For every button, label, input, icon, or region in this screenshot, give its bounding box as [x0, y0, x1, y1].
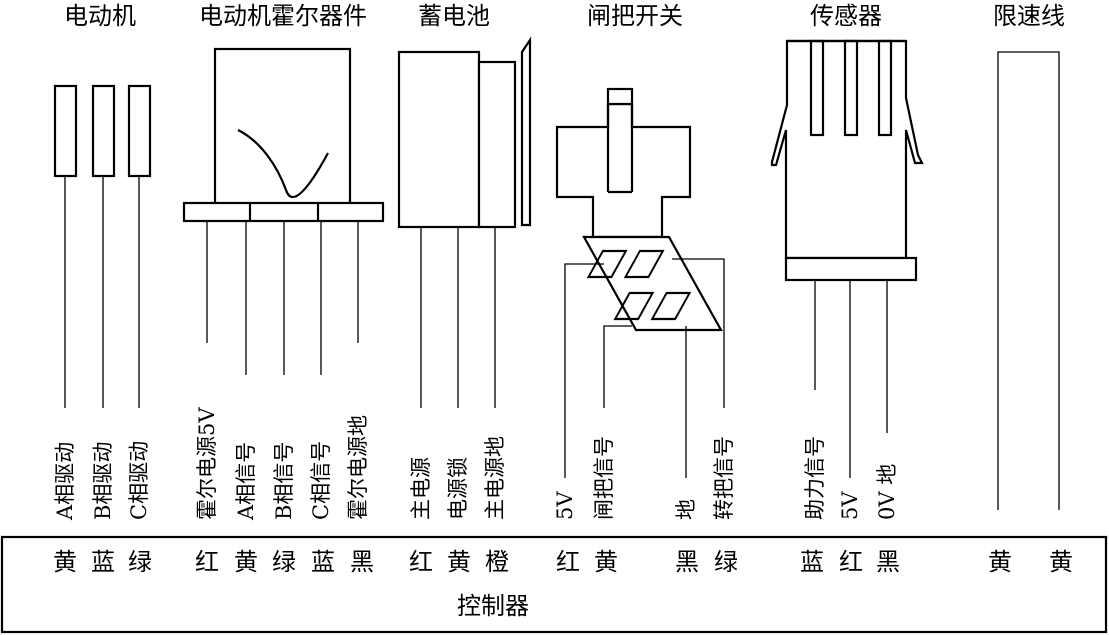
- wire-color: 黑: [350, 548, 374, 576]
- brake-signal-labels: 5V 闸把信号 地 转把信号: [553, 436, 736, 520]
- motor-coils: [53, 84, 152, 178]
- wire-color: 红: [195, 548, 219, 576]
- wire-color: 绿: [714, 548, 738, 576]
- wire-color: 黄: [1049, 548, 1073, 576]
- signal-label: C相驱动: [127, 441, 151, 520]
- signal-label: A相驱动: [53, 442, 77, 521]
- signal-label: 助力信号: [803, 436, 827, 520]
- header-motor: 电动机: [64, 2, 136, 30]
- battery-device: [397, 36, 532, 229]
- wire-color: 黄: [447, 548, 471, 576]
- battery-signal-labels: 主电源 电源锁 主电源地: [409, 436, 507, 520]
- sensor-wires: [814, 280, 888, 478]
- sensor-device: [770, 39, 924, 282]
- signal-label: 地: [674, 499, 698, 520]
- brake-wires: [564, 258, 725, 478]
- header-battery: 蓄电池: [418, 2, 490, 30]
- wire-color: 黄: [594, 548, 618, 576]
- wire-color-labels: 黄 蓝 绿 红 黄 绿 蓝 黑 红 黄 橙 红 黄 黑 绿 蓝 红 黑 黄 黄: [53, 548, 1073, 576]
- wire-color: 红: [409, 548, 433, 576]
- wire-color: 黑: [675, 548, 699, 576]
- signal-label: B相驱动: [91, 442, 115, 520]
- wire-color: 黄: [988, 548, 1012, 576]
- motor-wires: [64, 176, 140, 408]
- wire-color: 红: [839, 548, 863, 576]
- header-speed-limit: 限速线: [993, 2, 1065, 30]
- hall-signal-labels: 霍尔电源5V A相信号 B相信号 C相信号 霍尔电源地: [195, 407, 370, 521]
- wire-color: 橙: [485, 548, 509, 576]
- signal-label: A相信号: [234, 442, 258, 521]
- signal-label: 主电源地: [483, 436, 507, 520]
- signal-label: 5V: [838, 491, 862, 520]
- wire-color: 黄: [234, 548, 258, 576]
- signal-label: 主电源: [409, 457, 433, 520]
- signal-label: B相信号: [272, 442, 296, 520]
- signal-label: 电源锁: [446, 457, 470, 520]
- header-brake: 闸把开关: [587, 2, 683, 30]
- wire-color: 蓝: [800, 548, 824, 576]
- wire-color: 绿: [128, 548, 152, 576]
- hall-wires: [206, 221, 359, 375]
- signal-label: C相信号: [309, 441, 333, 520]
- brake-device: [555, 87, 723, 332]
- header-hall: 电动机霍尔器件: [199, 2, 367, 30]
- wire-color: 红: [556, 548, 580, 576]
- signal-label: 闸把信号: [592, 436, 616, 520]
- speed-limit-wire: [997, 51, 1060, 510]
- signal-label: 5V: [553, 491, 577, 520]
- signal-label: 0V 地: [875, 464, 899, 520]
- signal-label: 霍尔电源地: [346, 415, 370, 520]
- sensor-signal-labels: 助力信号 5V 0V 地: [803, 436, 899, 520]
- hall-device: [182, 47, 385, 223]
- wire-color: 绿: [272, 548, 296, 576]
- wire-color: 蓝: [91, 548, 115, 576]
- motor-signal-labels: A相驱动 B相驱动 C相驱动: [53, 441, 151, 521]
- wire-color: 蓝: [311, 548, 335, 576]
- controller-box: [0, 535, 1108, 634]
- wire-color: 黑: [876, 548, 900, 576]
- wire-color: 黄: [53, 548, 77, 576]
- signal-label: 转把信号: [712, 436, 736, 520]
- header-sensor: 传感器: [810, 2, 882, 30]
- battery-wires: [420, 227, 496, 408]
- controller-label: 控制器: [457, 592, 529, 620]
- signal-label: 霍尔电源5V: [195, 407, 219, 520]
